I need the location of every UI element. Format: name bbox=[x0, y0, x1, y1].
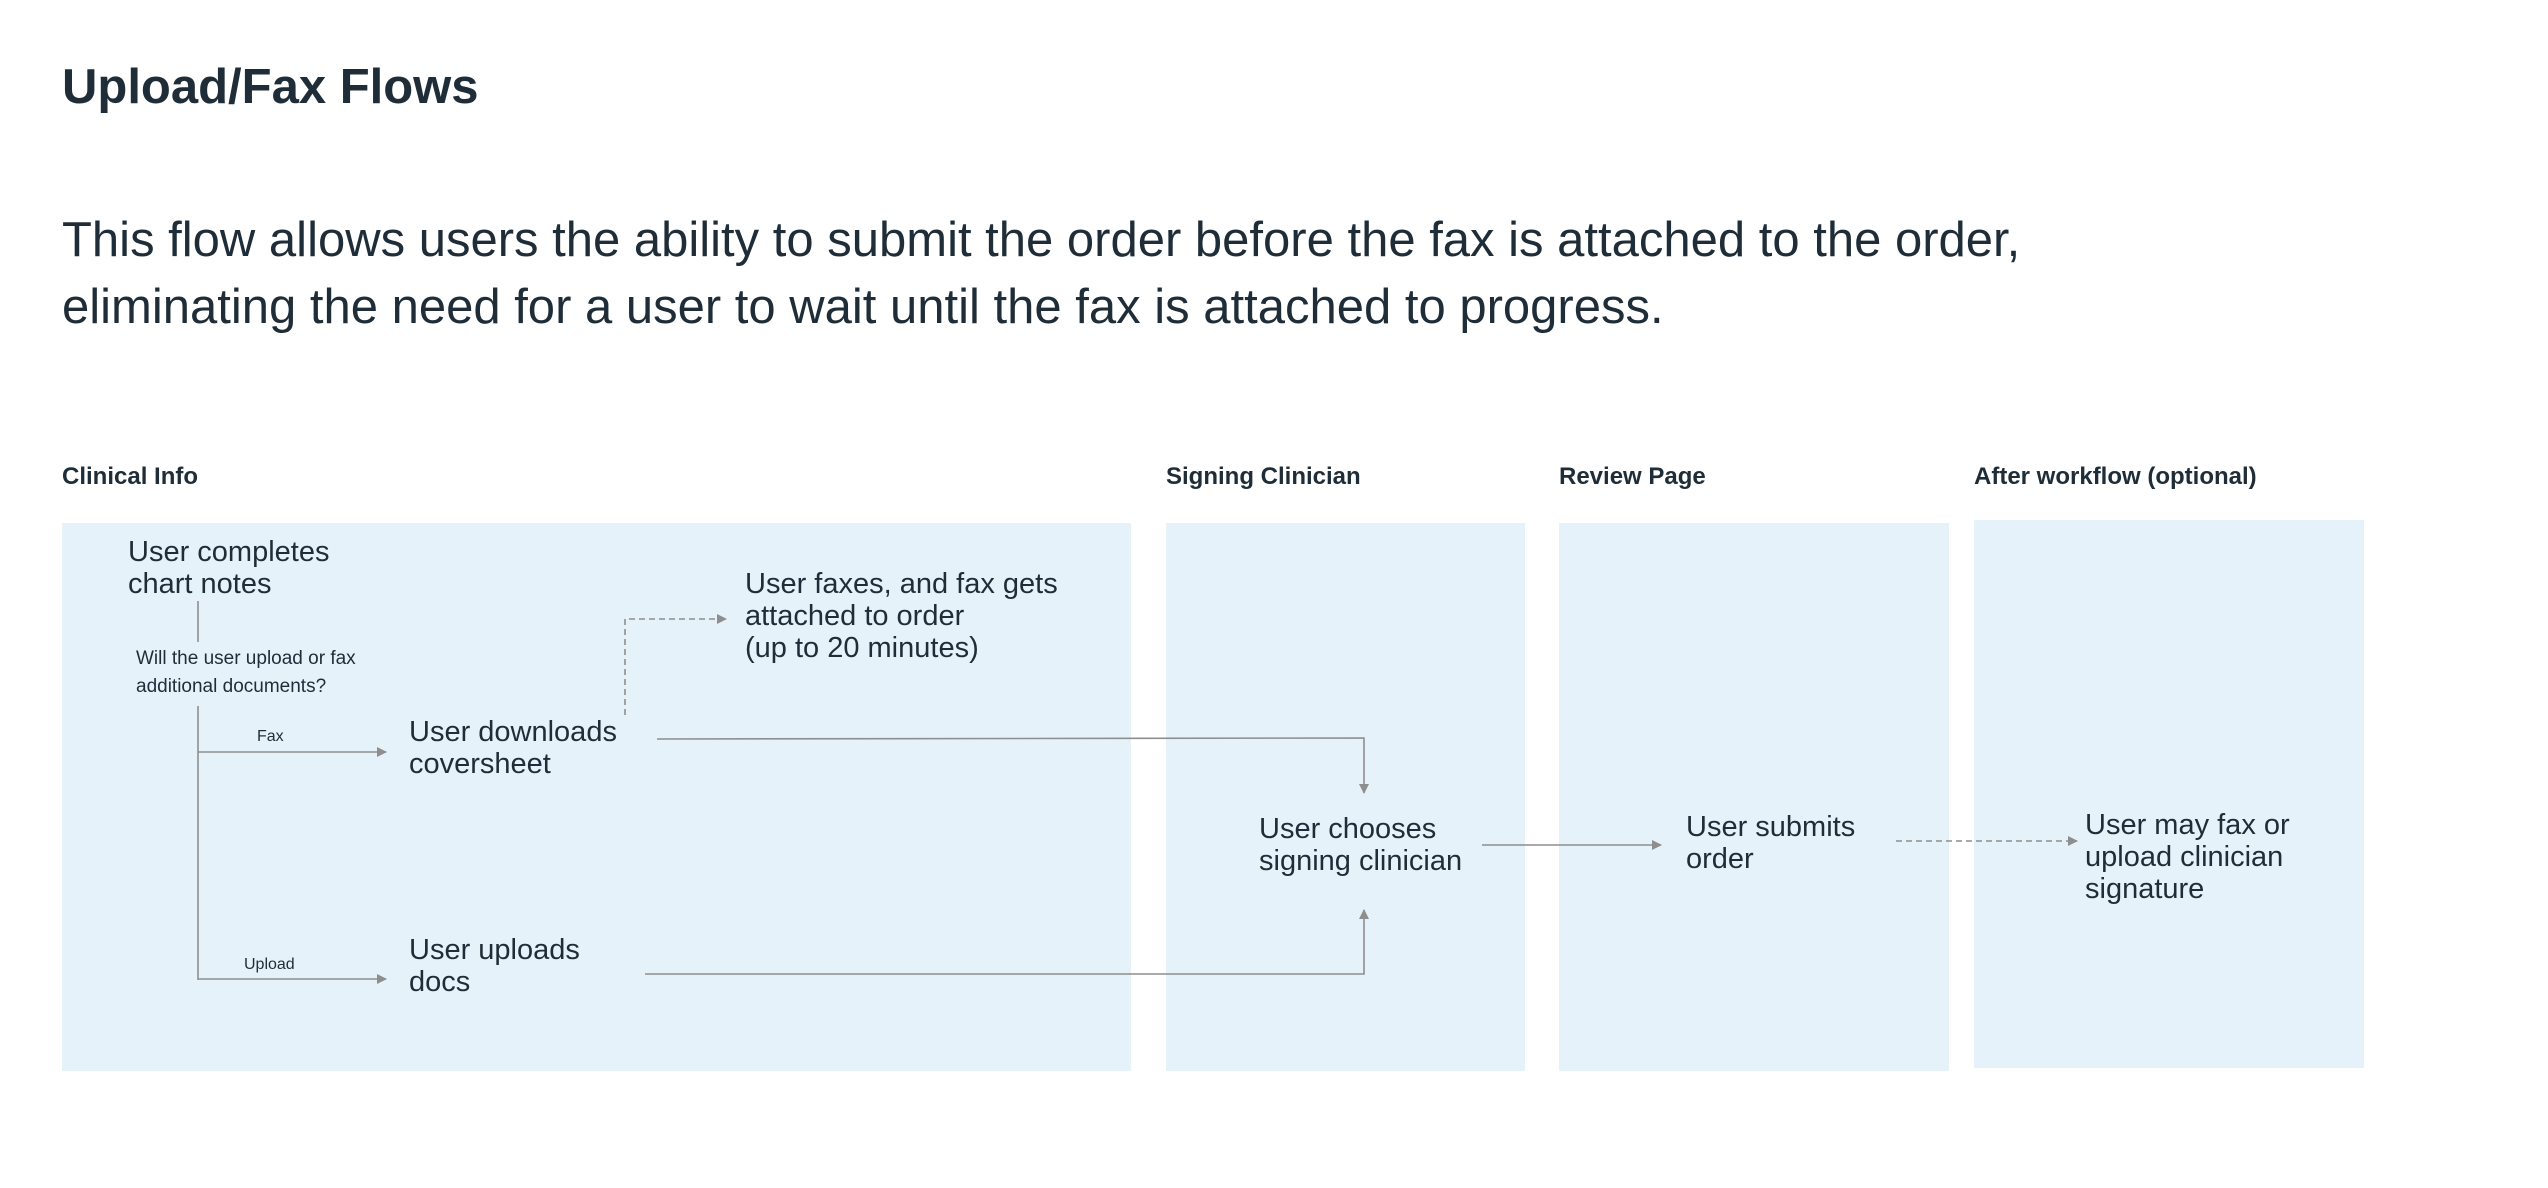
description-line: eliminating the need for a user to wait … bbox=[62, 280, 1664, 334]
section-label-after-workflow: After workflow (optional) bbox=[1974, 463, 2257, 490]
node-line: signature bbox=[2085, 873, 2205, 905]
node-line: (up to 20 minutes) bbox=[745, 632, 979, 664]
node-line: upload clinician bbox=[2085, 841, 2284, 873]
node-line: User uploads bbox=[409, 934, 580, 966]
node-line: User faxes, and fax gets bbox=[745, 568, 1058, 600]
node-user-uploads-docs: User uploads docs bbox=[409, 934, 580, 998]
node-line: docs bbox=[409, 966, 471, 998]
node-line: signing clinician bbox=[1259, 845, 1463, 877]
node-user-faxes: User faxes, and fax gets attached to ord… bbox=[745, 568, 1058, 664]
decision-line: Will the user upload or fax bbox=[136, 648, 356, 669]
node-line: attached to order bbox=[745, 600, 965, 632]
decision-question: Will the user upload or fax additional d… bbox=[136, 645, 356, 701]
node-line: order bbox=[1686, 843, 1754, 875]
node-user-chooses-signing-clinician: User chooses signing clinician bbox=[1259, 813, 1462, 877]
node-line: User chooses bbox=[1259, 813, 1437, 845]
panel-after-workflow bbox=[1974, 520, 2364, 1068]
panel-signing-clinician bbox=[1166, 523, 1525, 1071]
node-line: User may fax or bbox=[2085, 809, 2290, 841]
node-user-downloads-coversheet: User downloads coversheet bbox=[409, 716, 617, 780]
description-line: This flow allows users the ability to su… bbox=[62, 213, 2021, 267]
edge-label-upload: Upload bbox=[244, 956, 295, 973]
page-title: Upload/Fax Flows bbox=[62, 60, 479, 114]
section-label-review-page: Review Page bbox=[1559, 463, 1706, 490]
decision-line: additional documents? bbox=[136, 676, 327, 697]
panel-review-page bbox=[1559, 523, 1949, 1071]
node-line: User completes bbox=[128, 536, 330, 568]
section-label-signing-clinician: Signing Clinician bbox=[1166, 463, 1361, 490]
section-label-clinical-info: Clinical Info bbox=[62, 463, 199, 490]
node-line: chart notes bbox=[128, 568, 272, 600]
page-description: This flow allows users the ability to su… bbox=[62, 207, 2162, 341]
node-line: coversheet bbox=[409, 748, 551, 780]
node-user-submits-order: User submits order bbox=[1686, 811, 1855, 875]
node-line: User submits bbox=[1686, 811, 1856, 843]
node-user-completes-chart-notes: User completes chart notes bbox=[128, 536, 329, 600]
edge-label-fax: Fax bbox=[257, 728, 284, 745]
node-user-may-fax-or-upload: User may fax or upload clinician signatu… bbox=[2085, 809, 2290, 905]
node-line: User downloads bbox=[409, 716, 617, 748]
